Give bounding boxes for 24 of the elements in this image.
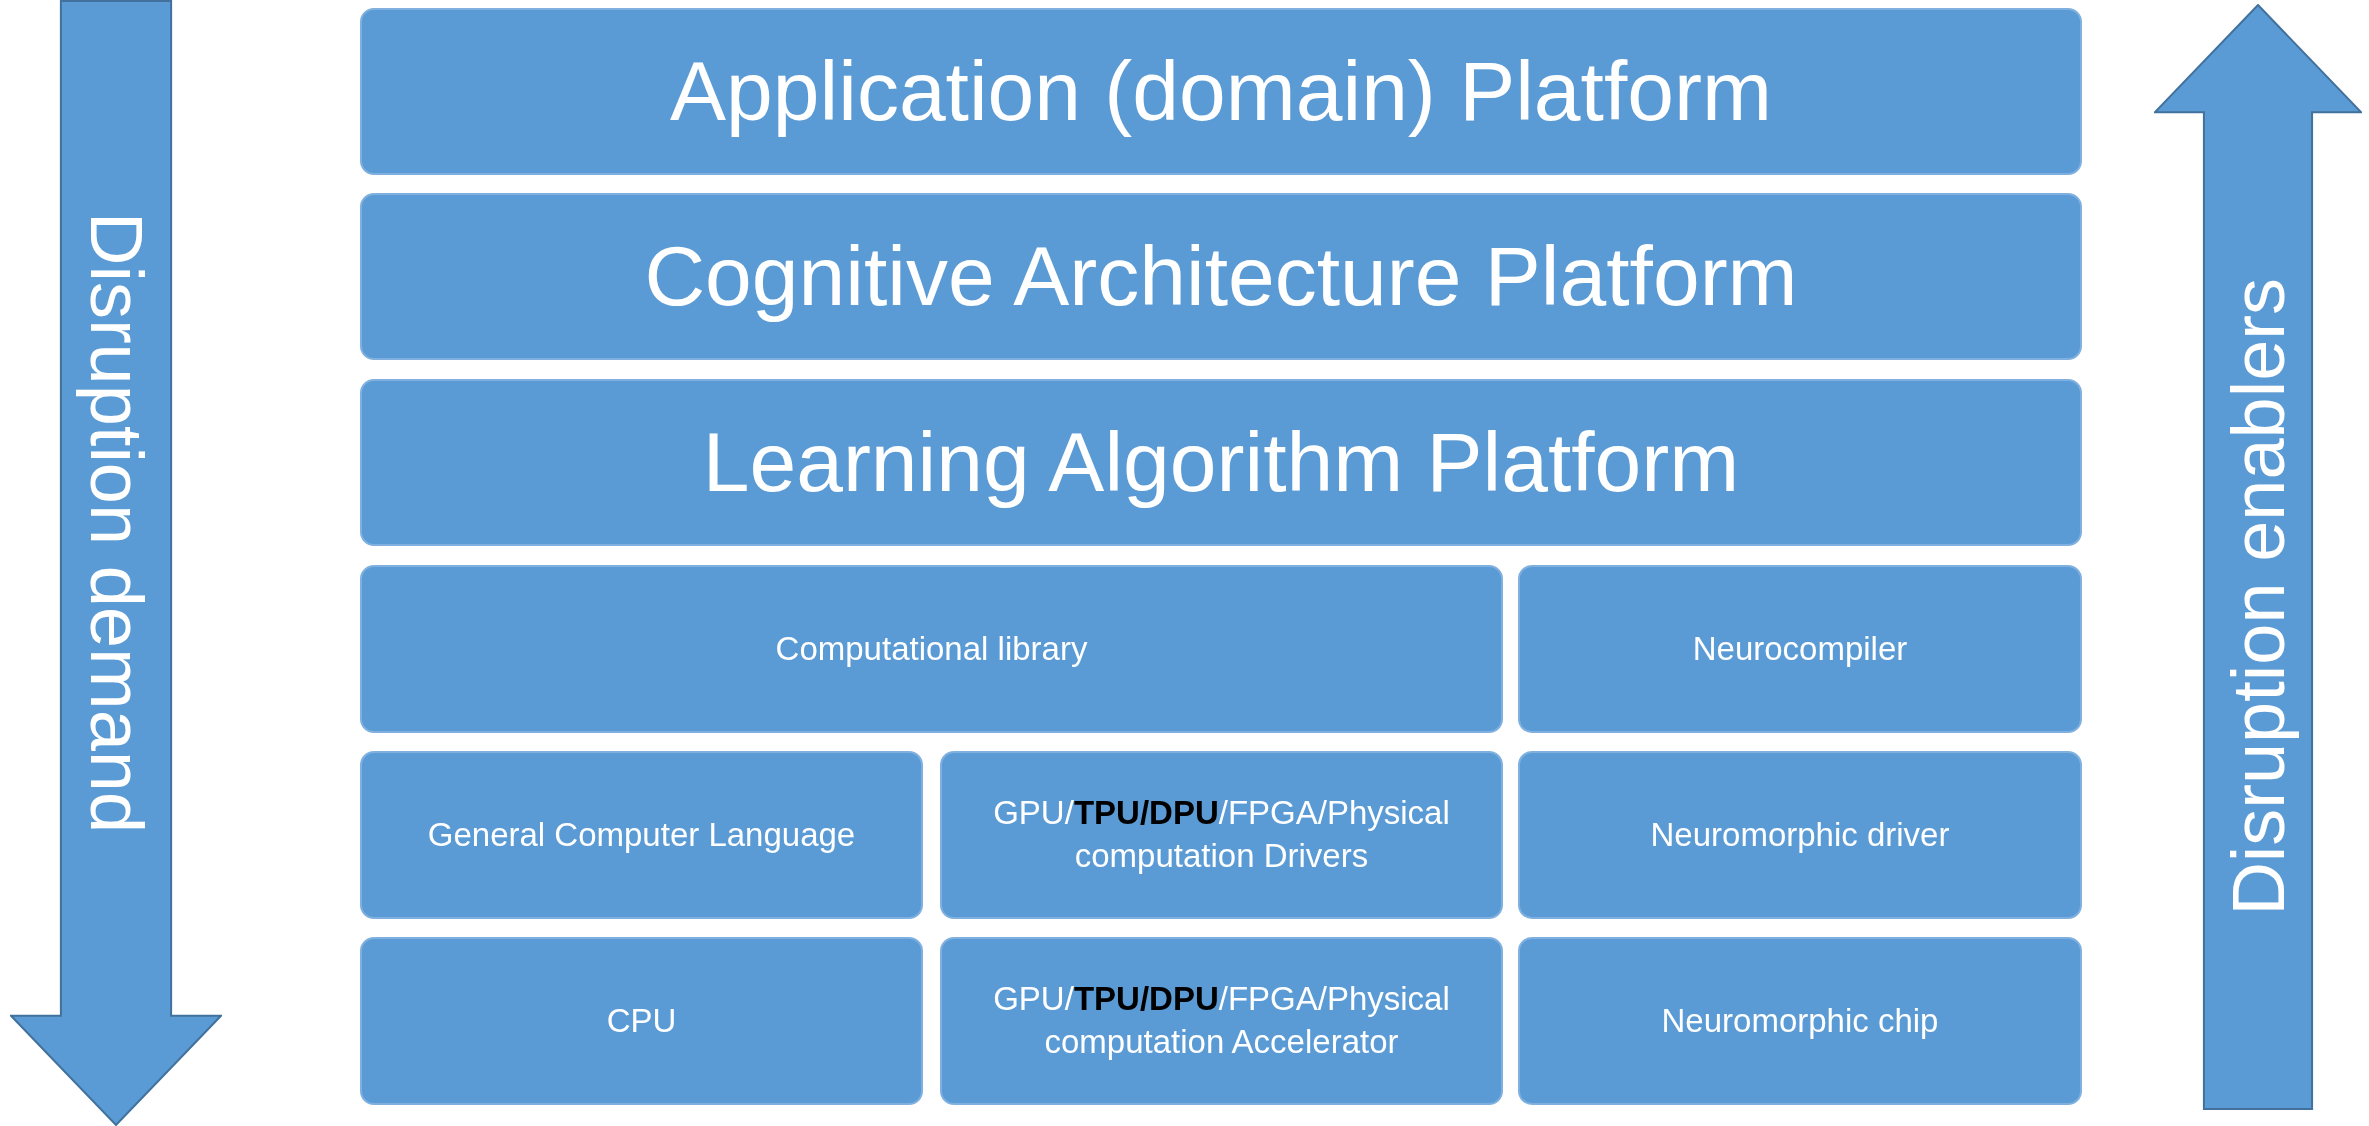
layer-label: Neuromorphic chip (1660, 1000, 1940, 1041)
layer-bar (360, 8, 2082, 175)
layer-bar (1518, 937, 2082, 1105)
layer-label: Neurocompiler (1691, 628, 1909, 669)
layer-label: GPU/TPU/DPU/FPGA/Physical computation Accelerator (992, 979, 1451, 1062)
layer-label: General Computer Language (426, 814, 857, 855)
layer-label: Computational library (774, 628, 1089, 669)
layer-bar (940, 937, 1503, 1105)
layer-label: Application (domain) Platform (669, 42, 1773, 140)
arrow-label: Disruption demand (73, 212, 159, 834)
layer-bar (360, 565, 1503, 733)
layer-bar (940, 751, 1503, 919)
layer-bar (1518, 565, 2082, 733)
layer-bar (360, 751, 923, 919)
layer-bar (360, 193, 2082, 360)
layer-label: Cognitive Architecture Platform (643, 227, 1799, 325)
arrow-label: Disruption enablers (2215, 278, 2301, 916)
layer-label: Neuromorphic driver (1649, 814, 1951, 855)
layer-label: Learning Algorithm Platform (701, 413, 1741, 511)
layer-bar (360, 379, 2082, 546)
layer-bar (1518, 751, 2082, 919)
layer-label: GPU/TPU/DPU/FPGA/Physical computation Drivers (992, 793, 1451, 876)
layer-label: CPU (605, 1000, 678, 1041)
layer-bar (360, 937, 923, 1105)
